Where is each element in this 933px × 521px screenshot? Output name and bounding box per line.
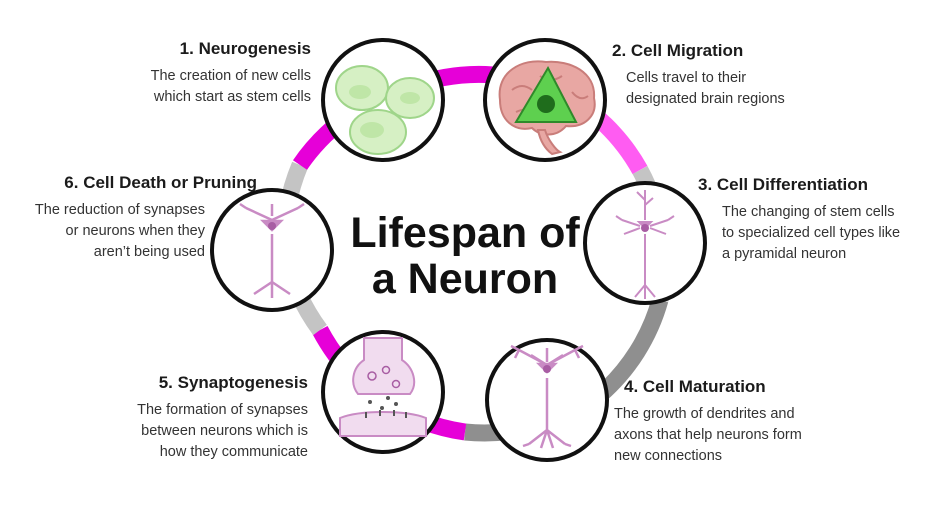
stage-title: 1. Neurogenesis [179, 39, 311, 58]
stage-3-node [583, 181, 707, 305]
stage-title: 2. Cell Migration [612, 41, 744, 60]
desc-line: which start as stem cells [153, 89, 311, 105]
stage-6-label: 6. Cell Death or Pruning The reduction o… [0, 172, 257, 263]
mature-neuron-icon [510, 344, 584, 449]
desc-line: new connections [614, 448, 723, 464]
title-line-1: Lifespan of [350, 209, 580, 257]
stage-description: The formation of synapses between neuron… [8, 400, 308, 463]
desc-line: between neurons which is [141, 423, 308, 439]
desc-line: The growth of dendrites and [614, 406, 795, 422]
stage-description: The changing of stem cells to specialize… [698, 202, 930, 265]
stage-4-label: 4. Cell Maturation The growth of dendrit… [614, 376, 914, 467]
desc-line: The creation of new cells [150, 68, 311, 84]
stage-description: The creation of new cells which start as… [11, 66, 311, 108]
stage-title: 4. Cell Maturation [624, 377, 766, 396]
desc-line: The changing of stem cells [722, 204, 895, 220]
desc-line: a pyramidal neuron [722, 246, 847, 262]
stage-2-label: 2. Cell Migration Cells travel to their … [612, 40, 912, 110]
stage-5-node [321, 330, 445, 454]
stage-6-node [210, 188, 334, 312]
stage-title: 5. Synaptogenesis [158, 373, 308, 392]
desc-line: The reduction of synapses [34, 202, 205, 218]
stage-4-node [485, 338, 609, 462]
stage-1-label: 1. Neurogenesis The creation of new cell… [11, 38, 311, 108]
ring-segment-right-lower [594, 297, 669, 402]
desc-line: Cells travel to their [626, 70, 747, 86]
stage-description: Cells travel to their designated brain r… [612, 68, 912, 110]
stem-cells-icon [335, 65, 435, 155]
stage-2-node [483, 38, 607, 162]
diagram-title: Lifespan of a Neuron [330, 210, 600, 302]
title-line-2: a Neuron [371, 255, 559, 303]
stage-description: The reduction of synapses or neurons whe… [0, 200, 205, 263]
desc-line: aren’t being used [93, 244, 205, 260]
synapse-icon [339, 337, 427, 437]
desc-line: designated brain regions [626, 91, 785, 107]
stage-1-node [321, 38, 445, 162]
pyramidal-neuron-icon [615, 190, 675, 299]
stage-5-label: 5. Synaptogenesis The formation of synap… [8, 372, 308, 463]
desc-line: how they communicate [159, 444, 308, 460]
desc-line: The formation of synapses [137, 402, 308, 418]
pruned-neuron-icon [239, 202, 305, 298]
stage-title: 3. Cell Differentiation [698, 175, 869, 194]
stage-3-label: 3. Cell Differentiation The changing of … [698, 174, 930, 265]
brain-icon [498, 60, 596, 156]
desc-line: to specialized cell types like [722, 225, 901, 241]
desc-line: axons that help neurons form [614, 427, 802, 443]
stage-description: The growth of dendrites and axons that h… [614, 404, 914, 467]
stage-title: 6. Cell Death or Pruning [64, 173, 257, 192]
desc-line: or neurons when they [65, 223, 205, 239]
